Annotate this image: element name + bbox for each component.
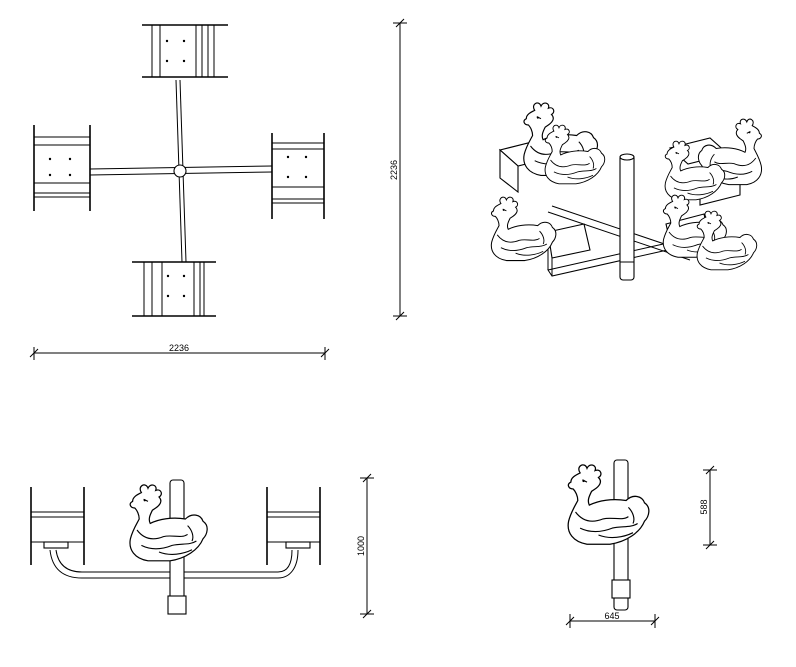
plan-seat-top [142, 24, 228, 78]
front-view: 1000 [30, 473, 374, 619]
side-width-dimension: 645 [565, 611, 660, 628]
iso-rooster-front-left [490, 196, 557, 262]
iso-seat-front-left [547, 223, 591, 259]
front-seat-right [266, 487, 321, 565]
plan-center-post [173, 164, 187, 178]
plan-seat-right [271, 133, 325, 219]
iso-center-post [619, 154, 635, 281]
side-height-label: 588 [699, 499, 709, 514]
front-height-dimension: 1000 [356, 473, 374, 619]
plan-seat-left [33, 125, 91, 211]
plan-width-label: 2236 [169, 343, 189, 353]
front-height-label: 1000 [356, 536, 366, 556]
isometric-view [490, 102, 763, 281]
side-height-dimension: 588 [699, 465, 717, 550]
plan-height-label: 2236 [389, 160, 399, 180]
plan-width-dimension: 2236 [29, 343, 330, 360]
front-seat-left [30, 487, 85, 565]
side-width-label: 645 [604, 611, 619, 621]
plan-view: 2236 2236 [29, 18, 407, 360]
front-rooster [129, 484, 208, 562]
plan-height-dimension: 2236 [389, 18, 407, 321]
plan-seat-bottom [132, 261, 216, 317]
side-view: 588 645 [565, 459, 717, 628]
side-rooster [567, 464, 650, 545]
